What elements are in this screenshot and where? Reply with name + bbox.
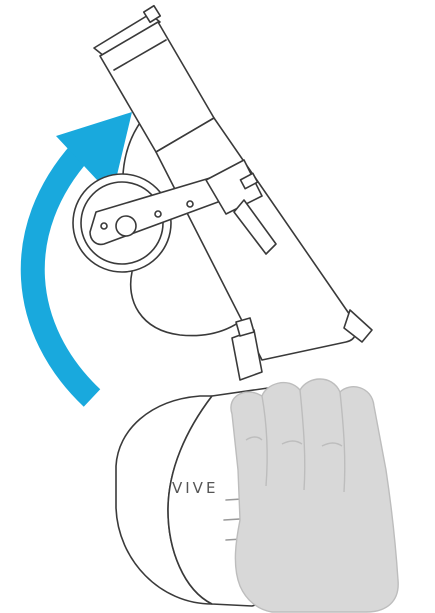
hand-icon	[231, 379, 398, 612]
vive-brand-label: VIVE	[172, 479, 218, 497]
